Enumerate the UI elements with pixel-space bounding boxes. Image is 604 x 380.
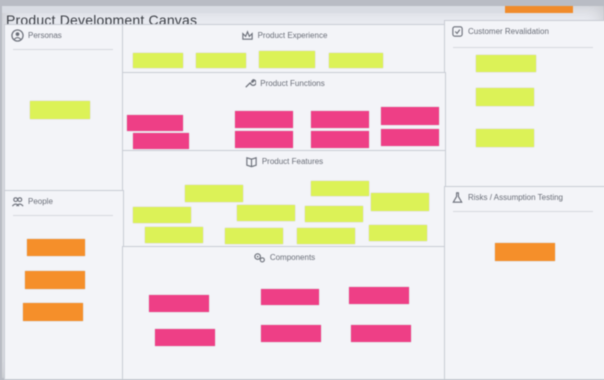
sticky-note-function: [235, 131, 293, 148]
panel-product-experience-title: Product Experience: [257, 31, 328, 40]
sticky-note-person: [25, 271, 85, 289]
canvas-board: Product Development Canvas Personas Prod…: [2, 6, 604, 380]
sticky-note-component: [149, 295, 209, 312]
panel-product-functions-title: Product Functions: [260, 79, 325, 88]
sticky-note-feature: [185, 185, 243, 202]
sticky-note-revalidation: [476, 88, 534, 106]
panel-product-experience: Product Experience: [122, 24, 446, 74]
divider: [453, 47, 593, 48]
people-icon: [11, 197, 24, 207]
sticky-note-feature: [369, 225, 427, 241]
crown-icon: [241, 30, 253, 40]
sticky-note-component: [261, 325, 321, 342]
wrench-icon: [245, 79, 257, 88]
sticky-note-person: [27, 239, 85, 256]
sticky-note-function: [133, 133, 189, 149]
sticky-note-component: [261, 289, 319, 305]
sticky-note-feature: [133, 207, 191, 223]
divider: [13, 49, 113, 50]
panel-people-title: People: [28, 197, 53, 206]
sticky-note-component: [351, 325, 411, 342]
divider: [13, 215, 113, 216]
panel-personas: Personas: [4, 24, 124, 192]
sticky-note-persona: [30, 101, 90, 119]
sticky-note-feature: [297, 228, 355, 244]
panel-product-features-title: Product Features: [261, 157, 324, 166]
sticky-note-feature: [225, 228, 283, 244]
sticky-note-function: [235, 111, 293, 128]
panel-product-functions: Product Functions: [122, 72, 446, 152]
sticky-note-experience: [196, 53, 246, 68]
panel-personas-title: Personas: [28, 31, 62, 40]
panel-people: People: [4, 190, 124, 380]
gears-icon: [254, 253, 265, 263]
board-top-strip: [2, 6, 562, 13]
book-icon: [246, 157, 257, 168]
sticky-note-function: [127, 115, 183, 131]
panel-customer-revalidation-title: Customer Revalidation: [468, 27, 549, 36]
divider: [453, 211, 593, 212]
sticky-note-function: [311, 111, 369, 128]
sticky-note-component: [349, 287, 409, 304]
flask-icon: [452, 192, 463, 203]
sticky-note-experience: [329, 53, 383, 68]
checklist-icon: [452, 26, 463, 37]
panel-risks: Risks / Assumption Testing: [444, 186, 604, 380]
sticky-note-function: [381, 107, 439, 125]
persona-icon: [11, 29, 24, 42]
panel-customer-revalidation: Customer Revalidation: [444, 20, 604, 188]
sticky-note-person: [23, 303, 83, 321]
sticky-note-experience: [133, 53, 183, 68]
sticky-note-risk: [495, 243, 555, 261]
sticky-note-feature: [145, 227, 203, 243]
sticky-note-feature: [237, 205, 295, 221]
sticky-note-feature: [311, 181, 369, 196]
sticky-note-revalidation: [476, 129, 534, 147]
panel-risks-title: Risks / Assumption Testing: [468, 193, 564, 202]
sticky-note-function: [381, 129, 439, 146]
panel-components: Components: [122, 246, 446, 380]
panel-product-features: Product Features: [122, 150, 446, 248]
sticky-note-experience: [259, 51, 315, 68]
sticky-note-revalidation: [476, 55, 536, 72]
sticky-note-function: [311, 131, 369, 148]
sticky-note-component: [155, 329, 215, 346]
panel-components-title: Components: [269, 253, 316, 262]
sticky-note-feature: [305, 206, 363, 222]
orange-marker: [505, 6, 573, 13]
sticky-note-feature: [371, 193, 429, 211]
